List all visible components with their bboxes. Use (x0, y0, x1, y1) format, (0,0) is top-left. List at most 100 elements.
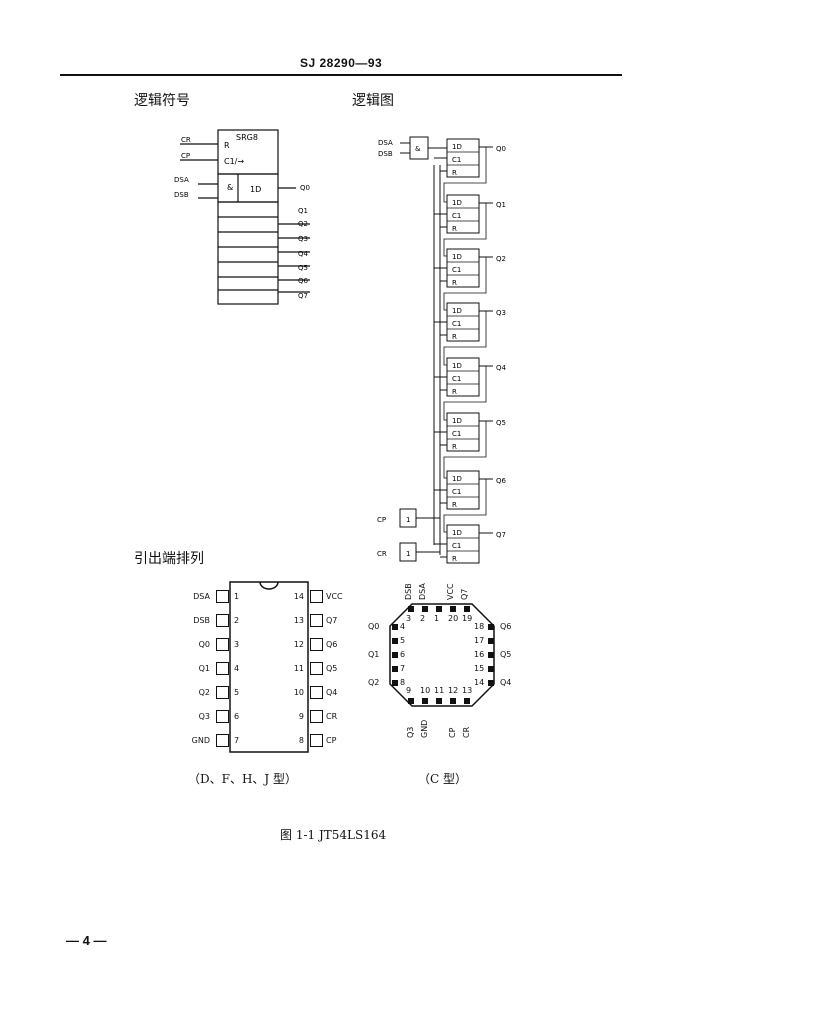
lcc-pin-6 (392, 652, 398, 658)
lcc-pin-number-10: 10 (420, 686, 431, 695)
ff-d-label: 1D (452, 143, 462, 151)
lcc-pin-name-18: Q6 (500, 622, 512, 631)
dip-pin-name-8: CP (326, 736, 337, 745)
ff-r-label: R (452, 555, 457, 563)
ff-c-label: C1 (452, 320, 461, 328)
ff-d-label: 1D (452, 253, 462, 261)
ff-d-label: 1D (452, 529, 462, 537)
dip-pin-name-13: Q7 (326, 616, 338, 625)
input-cp: CP (181, 152, 190, 160)
dip-pin-number-12: 12 (293, 640, 304, 649)
ff-d-label: 1D (452, 307, 462, 315)
lcc-pin-name-12: CP (448, 727, 457, 738)
dip-pin-6 (216, 710, 229, 723)
lcc-pin-number-2: 2 (420, 614, 426, 623)
ff-r-label: R (452, 279, 457, 287)
lcc-pin-number-5: 5 (400, 636, 406, 645)
logic-symbol: SRG8 R C1/→ & 1D CR CP DSA DSB Q0 Q1 Q2 … (174, 129, 310, 305)
lcc-pin-3 (408, 606, 414, 612)
lcc-pin-number-1: 1 (434, 614, 440, 623)
dip-pin-8 (310, 734, 323, 747)
output-q7: Q7 (298, 292, 308, 300)
dip-pin-2 (216, 614, 229, 627)
lcc-pin-17 (488, 638, 494, 644)
lcc-pin-name-14: Q4 (500, 678, 512, 687)
flip-flop-stack: 1DC1RQ01DC1RQ11DC1RQ21DC1RQ31DC1RQ41DC1R… (434, 138, 507, 564)
ff-c-label: C1 (452, 542, 461, 550)
diagram-output-q1: Q1 (496, 201, 506, 209)
lcc-pin-9 (408, 698, 414, 704)
lcc-pin-13 (464, 698, 470, 704)
diagram-output-q2: Q2 (496, 255, 506, 263)
lcc-pin-2 (422, 606, 428, 612)
lcc-pin-16 (488, 652, 494, 658)
logic-diagram: DSA DSB CP CR & 1 1 1DC1RQ01DC1RQ11DC1RQ… (377, 136, 507, 564)
dip-pin-number-10: 10 (293, 688, 304, 697)
lcc-pin-number-15: 15 (474, 664, 485, 673)
dip-body (229, 581, 309, 753)
lcc-pin-1 (436, 606, 442, 612)
dip-pin-number-7: 7 (234, 736, 240, 745)
ff-c-label: C1 (452, 375, 461, 383)
lcc-pin-11 (436, 698, 442, 704)
lcc-pin-number-14: 14 (474, 678, 485, 687)
ff-c-label: C1 (452, 430, 461, 438)
ff-r-label: R (452, 501, 457, 509)
lcc-pin-number-19: 19 (462, 614, 473, 623)
ff-c-label: C1 (452, 156, 461, 164)
lcc-pin-12 (450, 698, 456, 704)
output-q2: Q2 (298, 220, 308, 228)
lcc-body (389, 603, 495, 707)
dip-pin-5 (216, 686, 229, 699)
reset-pin-label: R (224, 141, 230, 150)
dip-pin-number-13: 13 (293, 616, 304, 625)
document-code: SJ 28290—93 (300, 56, 383, 70)
section-logic-diagram: 逻辑图 (352, 93, 394, 109)
cp-buffer-label: 1 (406, 516, 410, 524)
lcc-pin-name-13: CR (462, 726, 471, 738)
dip-pin-14 (310, 590, 323, 603)
ff-c-label: C1 (452, 488, 461, 496)
lcc-pin-5 (392, 638, 398, 644)
dip-pin-name-1: DSA (193, 592, 210, 601)
lcc-pin-19 (464, 606, 470, 612)
lcc-pin-8 (392, 680, 398, 686)
diagram-output-q3: Q3 (496, 309, 506, 317)
lcc-pin-number-7: 7 (400, 664, 406, 673)
dip-pin-number-11: 11 (293, 664, 304, 673)
lcc-pin-number-16: 16 (474, 650, 485, 659)
ff-r-label: R (452, 443, 457, 451)
page-number: — 4 — (66, 933, 107, 948)
dip-pin-number-9: 9 (298, 712, 304, 721)
output-q1: Q1 (298, 207, 308, 215)
dip-pin-name-12: Q6 (326, 640, 338, 649)
input-cr: CR (181, 136, 191, 144)
lcc-pin-number-13: 13 (462, 686, 473, 695)
diagram-output-q0: Q0 (496, 145, 506, 153)
diagram-input-cp: CP (377, 516, 386, 524)
dip-pin-9 (310, 710, 323, 723)
dip-pin-number-14: 14 (293, 592, 304, 601)
section-logic-symbol: 逻辑符号 (134, 93, 190, 109)
diagram-output-q6: Q6 (496, 477, 507, 485)
lcc-pin-name-8: Q2 (368, 678, 380, 687)
lcc-pin-10 (422, 698, 428, 704)
section-pin-arrangement: 引出端排列 (134, 551, 204, 567)
lcc-pin-number-4: 4 (400, 622, 406, 631)
clock-pin-label: C1/→ (224, 157, 244, 166)
lcc-pin-18 (488, 624, 494, 630)
lcc-pin-name-3: DSB (404, 583, 413, 600)
dip-pin-name-3: Q0 (198, 640, 210, 649)
lcc-pin-number-17: 17 (474, 636, 485, 645)
dip-pin-number-3: 3 (234, 640, 240, 649)
dip-pin-name-10: Q4 (326, 688, 338, 697)
dip-pin-12 (310, 638, 323, 651)
diagram-output-q5: Q5 (496, 419, 506, 427)
diagram-input-cr: CR (377, 550, 387, 558)
